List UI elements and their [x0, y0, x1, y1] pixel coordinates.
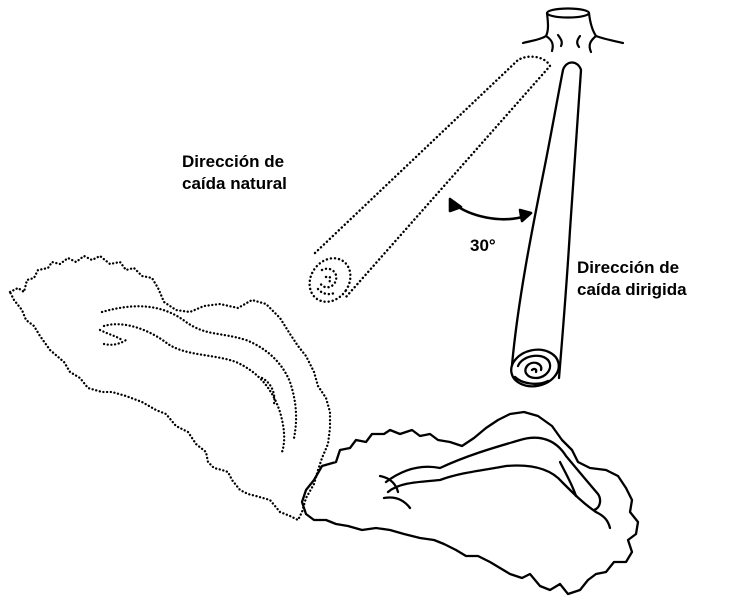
directed-fall-label-line2: caída dirigida	[577, 280, 687, 299]
directed-fall-log	[510, 61, 583, 388]
angle-label: 30°	[470, 236, 496, 255]
angle-arc-arrow	[448, 197, 533, 223]
natural-fall-label-line1: Dirección de	[182, 152, 285, 171]
natural-fall-log	[308, 55, 552, 303]
natural-fall-label-line2: caída natural	[182, 174, 287, 193]
natural-fall-direction-label: Dirección de caída natural	[182, 151, 287, 195]
directed-fall-label-line1: Dirección de	[577, 258, 680, 277]
natural-fall-crown	[8, 254, 332, 522]
directed-fall-direction-label: Dirección de caída dirigida	[577, 257, 687, 301]
tree-stump	[521, 7, 625, 54]
directed-fall-crown	[300, 410, 640, 596]
